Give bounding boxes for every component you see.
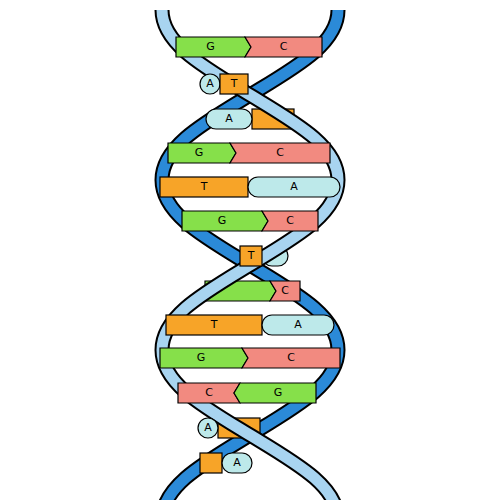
base-letter: G	[197, 352, 206, 364]
base-outline	[206, 109, 252, 129]
base-segment: G	[176, 37, 245, 57]
base-segment: T	[160, 177, 248, 197]
base-segment: T	[240, 246, 262, 266]
base-segment: A	[200, 74, 220, 94]
base-outline	[240, 246, 262, 266]
strand-fill	[162, 10, 338, 500]
front-strand	[162, 10, 338, 500]
base-outline	[242, 348, 340, 368]
base-segment: C	[245, 37, 322, 57]
base-outline	[176, 37, 251, 57]
base-letter: A	[204, 422, 212, 434]
base-letter: C	[287, 352, 295, 364]
base-letter: G	[195, 147, 204, 159]
base-letter: G	[218, 215, 227, 227]
base-outline	[166, 315, 262, 335]
base-outline	[198, 418, 218, 438]
base-letter: C	[286, 215, 294, 227]
base-letter: A	[294, 319, 302, 331]
base-letter: C	[205, 387, 213, 399]
base-outline	[248, 177, 340, 197]
base-segment: T	[166, 315, 262, 335]
base-segment: C	[178, 383, 240, 403]
base-segment: G	[168, 143, 230, 163]
base-outline	[222, 453, 252, 473]
base-segment: G	[182, 211, 262, 231]
base-outline	[234, 383, 316, 403]
base-outline	[270, 281, 300, 301]
base-segment: A	[198, 418, 218, 438]
back-strand	[162, 10, 338, 500]
base-segment: A	[222, 453, 252, 473]
base-segment: C	[270, 281, 300, 301]
base-outline	[262, 315, 334, 335]
base-outline	[182, 211, 268, 231]
base-outline	[262, 211, 318, 231]
base-letter: A	[233, 457, 241, 469]
base-letter: C	[280, 41, 288, 53]
base-letter: A	[206, 78, 214, 90]
base-segment: C	[230, 143, 330, 163]
base-segment: C	[242, 348, 340, 368]
base-letter: T	[211, 319, 218, 331]
base-letter: A	[290, 181, 298, 193]
strand-outline	[162, 10, 338, 500]
base-segment: G	[160, 348, 242, 368]
base-letter: G	[274, 387, 283, 399]
base-segment: T	[220, 74, 248, 94]
base-outline	[220, 74, 248, 94]
base-segment: A	[206, 109, 252, 129]
base-segment: G	[240, 383, 316, 403]
base-letter: C	[281, 285, 289, 297]
base-letter: C	[276, 147, 284, 159]
base-outline	[178, 383, 240, 403]
base-segment: A	[248, 177, 340, 197]
base-segment: C	[262, 211, 318, 231]
base-outline	[160, 177, 248, 197]
base-outline	[245, 37, 322, 57]
base-letter: T	[201, 181, 208, 193]
base-letter: G	[206, 41, 215, 53]
strand-outline	[162, 10, 338, 500]
base-segment: A	[262, 315, 334, 335]
base-letter: T	[231, 78, 238, 90]
base-outline	[160, 348, 248, 368]
strand-fill	[162, 10, 338, 500]
base-outline	[200, 74, 220, 94]
thymine-segment	[200, 453, 222, 473]
base-outline	[168, 143, 236, 163]
base-letter: T	[248, 250, 255, 262]
base-outline	[230, 143, 330, 163]
base-letter: A	[225, 113, 233, 125]
